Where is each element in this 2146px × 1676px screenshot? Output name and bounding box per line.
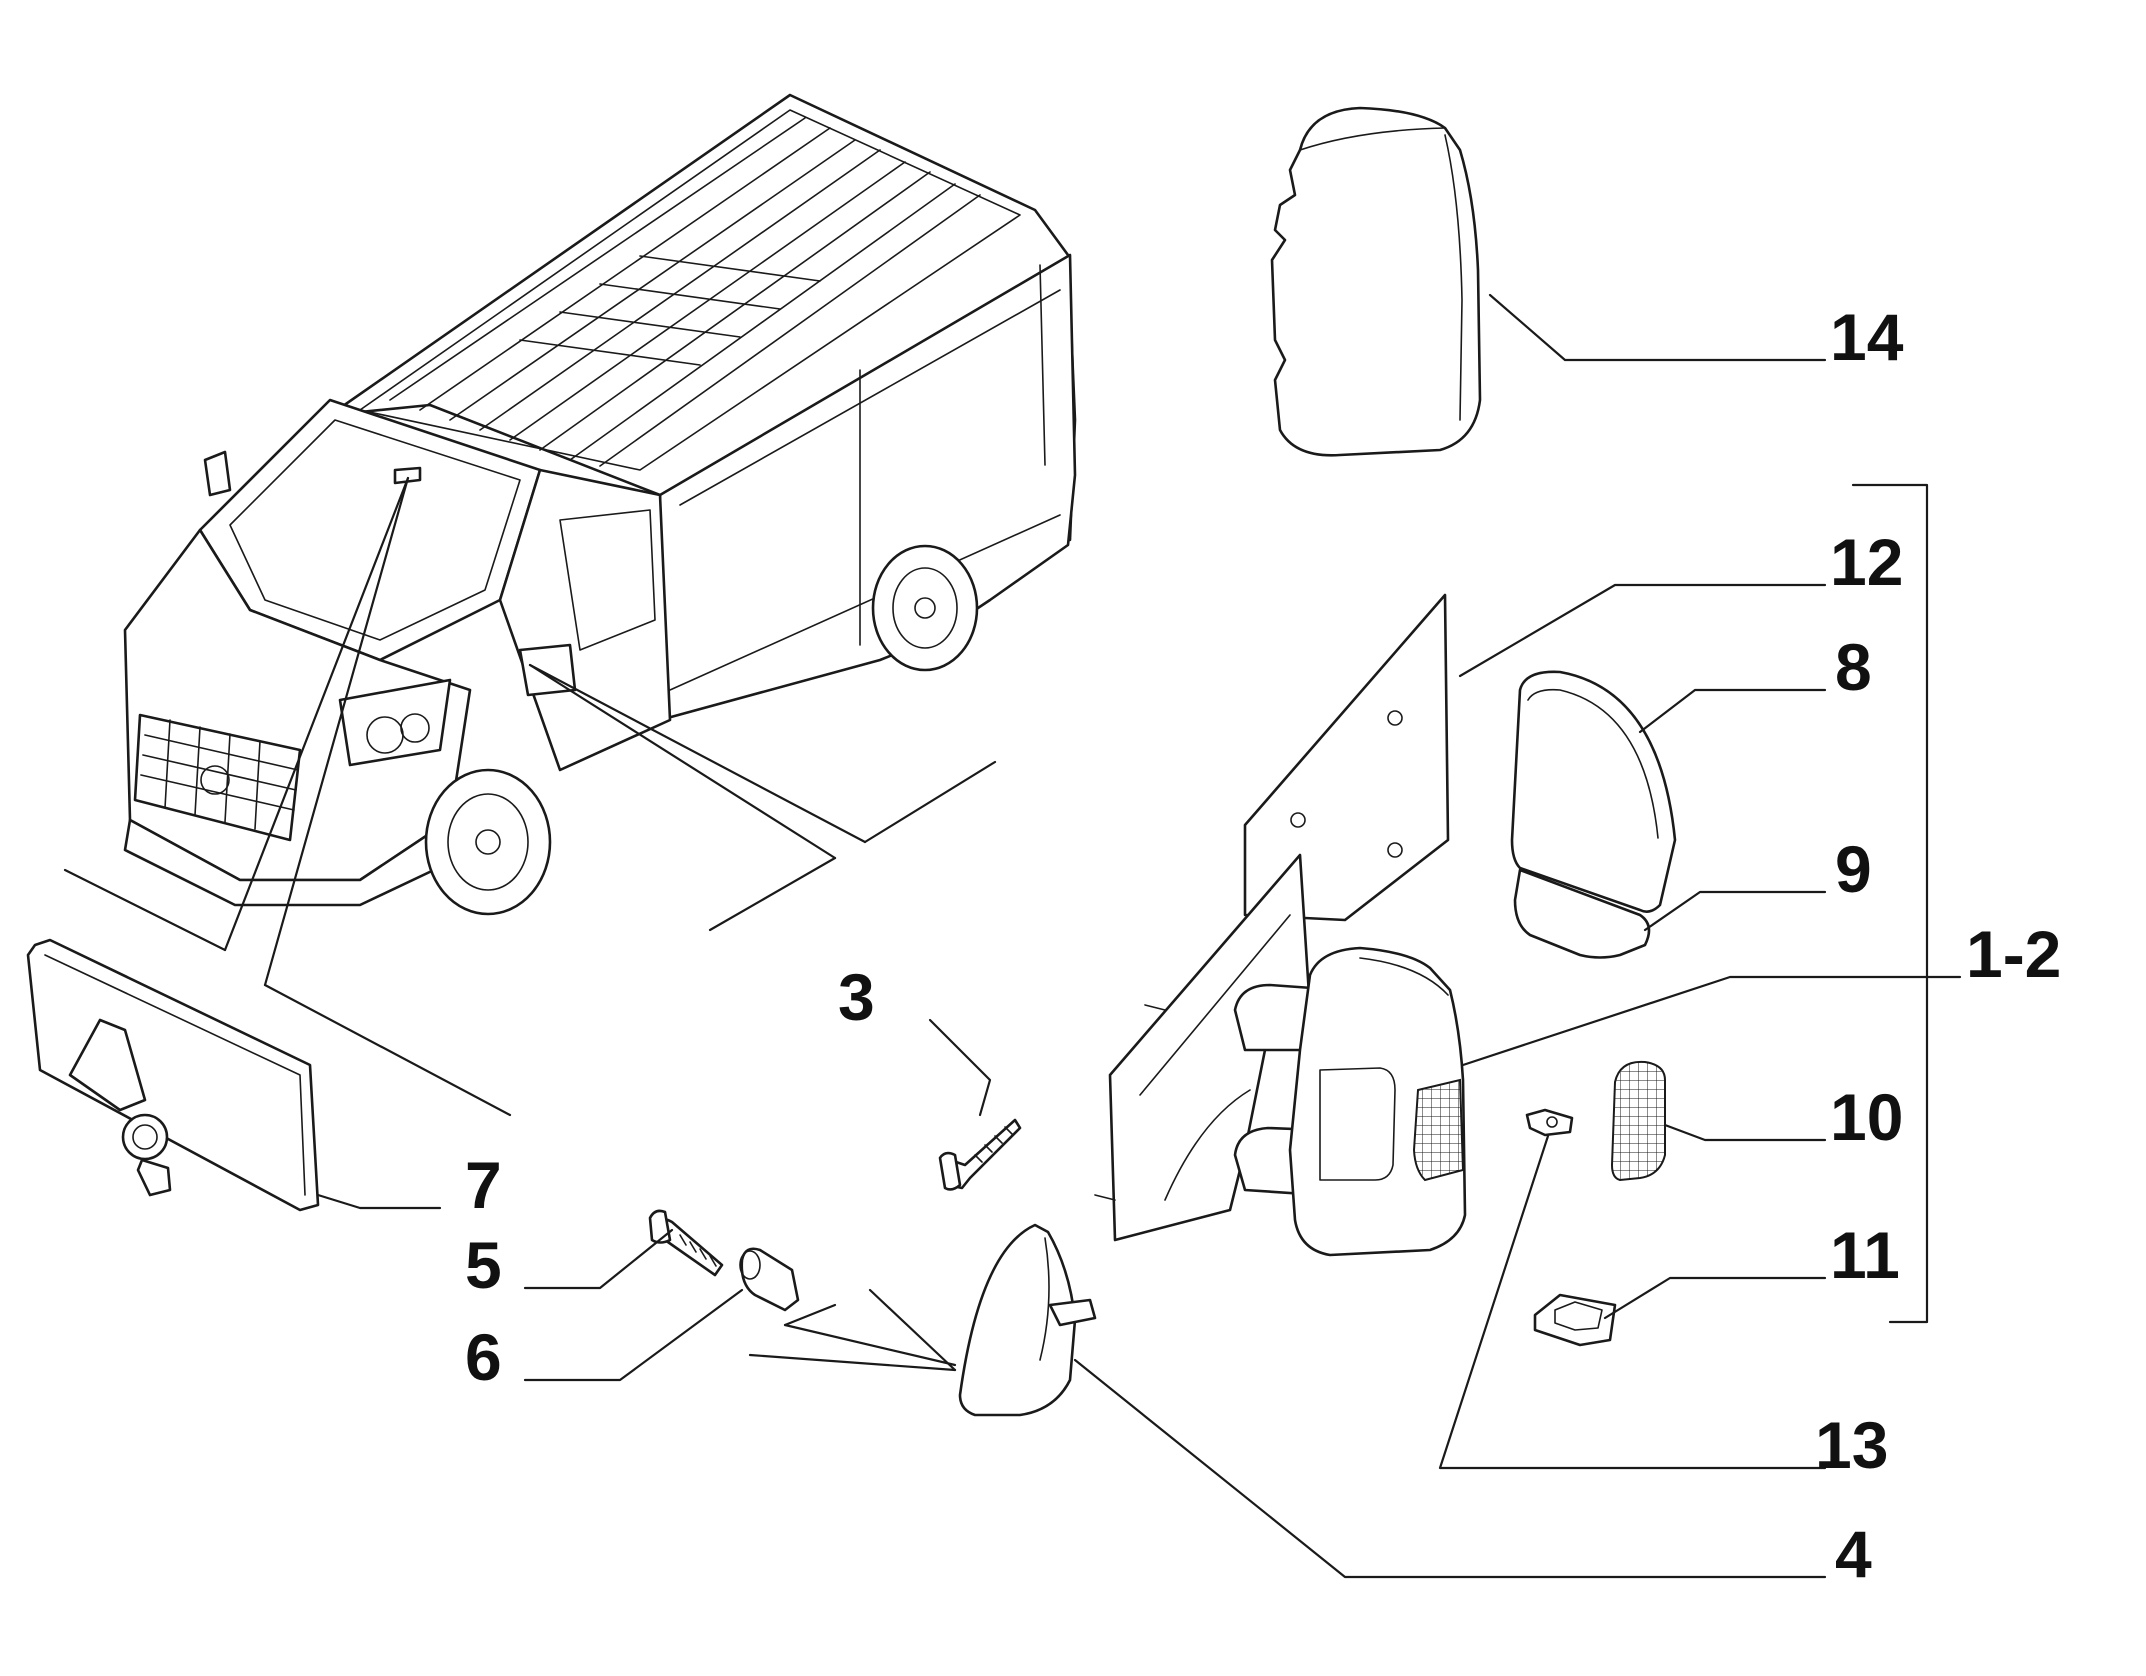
mirror-cover xyxy=(1270,106,1482,457)
base-cover xyxy=(748,1223,1097,1417)
callout-labels: 14 12 8 9 1-2 3 10 7 5 11 6 13 4 xyxy=(465,300,2061,1591)
callout-1-2: 1-2 xyxy=(1966,917,2061,991)
callout-13: 13 xyxy=(1815,1408,1888,1482)
clip-nut xyxy=(739,1247,800,1312)
callout-9: 9 xyxy=(1835,832,1872,906)
van-illustration xyxy=(123,93,1077,916)
callout-10: 10 xyxy=(1830,1080,1903,1154)
bulb xyxy=(1525,1108,1574,1137)
callout-5: 5 xyxy=(465,1228,502,1302)
callout-6: 6 xyxy=(465,1320,502,1394)
callout-14: 14 xyxy=(1830,300,1904,374)
mirror-assembly xyxy=(1094,853,1467,1257)
callout-12: 12 xyxy=(1830,525,1903,599)
side-repeater-lens xyxy=(1610,1060,1666,1182)
callout-4: 4 xyxy=(1835,1517,1872,1591)
bolt xyxy=(648,1209,724,1277)
screw xyxy=(938,1118,1022,1191)
callout-8: 8 xyxy=(1835,630,1872,704)
callout-3: 3 xyxy=(838,960,875,1034)
interior-rear-view-mirror xyxy=(26,938,320,1212)
mounting-plate xyxy=(1243,593,1450,922)
leader-lines xyxy=(316,293,1962,1579)
callout-7: 7 xyxy=(465,1148,502,1222)
callout-11: 11 xyxy=(1830,1218,1900,1292)
mirror-glass-lower xyxy=(1513,868,1651,959)
mirror-glass-upper xyxy=(1510,670,1677,913)
van-location-lines xyxy=(63,476,997,1117)
puddle-lamp xyxy=(1533,1293,1617,1347)
